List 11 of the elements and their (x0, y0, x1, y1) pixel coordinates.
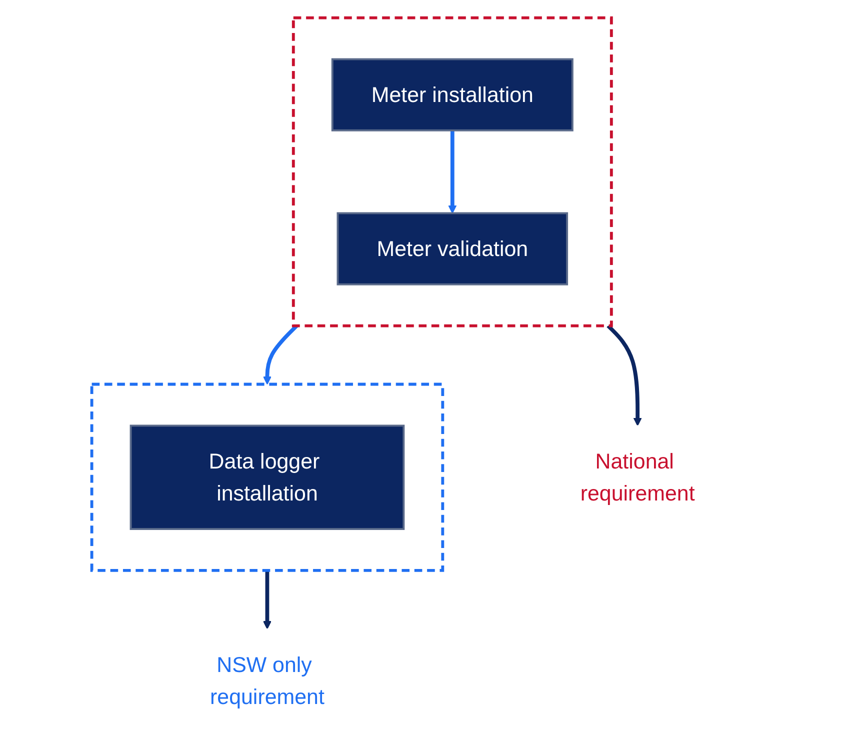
cluster (90, 382, 444, 572)
arrow (263, 324, 298, 385)
node-box: Data logger installation (130, 424, 405, 530)
node-text: NSW only requirement (210, 652, 325, 709)
node-box: Meter installation (331, 58, 574, 132)
node-text: National requirement (580, 449, 695, 506)
arrow (263, 570, 272, 630)
arrow (606, 324, 642, 426)
arrow (448, 130, 457, 214)
cluster (292, 16, 613, 328)
node-box: Meter validation (336, 212, 568, 286)
